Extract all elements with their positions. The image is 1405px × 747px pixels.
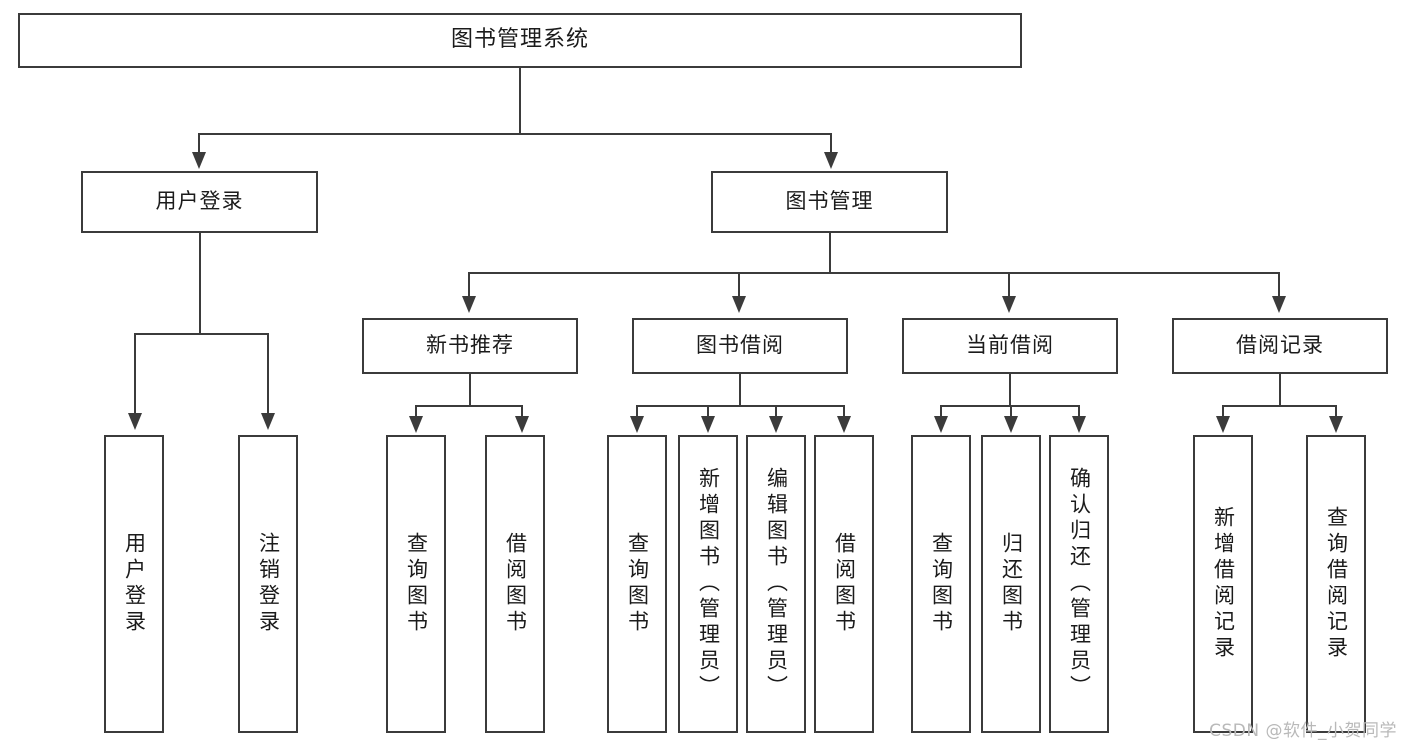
leaf-label: 新增图书（管理员） [696, 467, 721, 701]
arrow-to-leaf-borrow-add [701, 416, 715, 433]
leaf-current-confirm-return[interactable]: 确认归还（管理员） [1049, 435, 1109, 733]
leaf-borrow-add-book[interactable]: 新增图书（管理员） [678, 435, 738, 733]
edge-record-stem [1279, 374, 1281, 406]
leaf-borrow-lend-book[interactable]: 借阅图书 [814, 435, 874, 733]
edge-root-drop-left [198, 133, 200, 155]
edge-level3-drop-1 [468, 272, 470, 298]
edge-user-login-bus [134, 333, 269, 335]
edge-recommend-bus [415, 405, 523, 407]
edge-record-bus [1222, 405, 1337, 407]
edge-borrow-drop-1 [636, 405, 638, 417]
arrow-to-current-borrow [1002, 296, 1016, 313]
edge-user-login-drop-2 [267, 333, 269, 415]
node-root-system[interactable]: 图书管理系统 [18, 13, 1022, 68]
edge-current-drop-2 [1010, 405, 1012, 417]
node-new-book-recommend[interactable]: 新书推荐 [362, 318, 578, 374]
leaf-label: 编辑图书（管理员） [764, 467, 789, 701]
edge-level3-bus [468, 272, 1280, 274]
edge-record-drop-2 [1335, 405, 1337, 417]
leaf-borrow-query-book[interactable]: 查询图书 [607, 435, 667, 733]
edge-current-stem [1009, 374, 1011, 406]
leaf-record-add[interactable]: 新增借阅记录 [1193, 435, 1253, 733]
arrow-to-leaf-recommend-query [409, 416, 423, 433]
leaf-label: 归还图书 [999, 532, 1024, 636]
leaf-label: 用户登录 [122, 532, 147, 636]
arrow-to-leaf-current-confirm [1072, 416, 1086, 433]
leaf-recommend-borrow-book[interactable]: 借阅图书 [485, 435, 545, 733]
arrow-to-leaf-borrow-edit [769, 416, 783, 433]
leaf-label: 查询图书 [404, 532, 429, 636]
edge-root-drop-right [830, 133, 832, 155]
arrow-to-leaf-user-login [128, 413, 142, 430]
edge-level3-drop-3 [1008, 272, 1010, 298]
leaf-label: 新增借阅记录 [1211, 506, 1236, 662]
edge-recommend-stem [469, 374, 471, 406]
edge-current-drop-3 [1078, 405, 1080, 417]
arrow-to-leaf-recommend-borrow [515, 416, 529, 433]
edge-root-stem [519, 68, 521, 134]
node-book-borrow[interactable]: 图书借阅 [632, 318, 848, 374]
edge-user-login-drop-1 [134, 333, 136, 415]
edge-level3-drop-2 [738, 272, 740, 298]
edge-borrow-drop-2 [707, 405, 709, 417]
arrow-to-book-manage [824, 152, 838, 169]
edge-root-bus [198, 133, 832, 135]
edge-current-drop-1 [940, 405, 942, 417]
edge-recommend-drop-2 [521, 405, 523, 417]
arrow-to-book-borrow [732, 296, 746, 313]
leaf-current-query-book[interactable]: 查询图书 [911, 435, 971, 733]
edge-user-login-stem [199, 233, 201, 334]
edge-level3-drop-4 [1278, 272, 1280, 298]
edge-record-drop-1 [1222, 405, 1224, 417]
arrow-to-leaf-logout [261, 413, 275, 430]
arrow-to-leaf-current-return [1004, 416, 1018, 433]
leaf-current-return-book[interactable]: 归还图书 [981, 435, 1041, 733]
edge-recommend-drop-1 [415, 405, 417, 417]
arrow-to-leaf-borrow-lend [837, 416, 851, 433]
edge-borrow-drop-4 [843, 405, 845, 417]
arrow-to-borrow-record [1272, 296, 1286, 313]
leaf-label: 查询借阅记录 [1324, 506, 1349, 662]
leaf-label: 确认归还（管理员） [1067, 467, 1092, 701]
leaf-label: 借阅图书 [503, 532, 528, 636]
edge-borrow-stem [739, 374, 741, 406]
node-book-manage[interactable]: 图书管理 [711, 171, 948, 233]
leaf-label: 借阅图书 [832, 532, 857, 636]
edge-book-manage-stem [829, 233, 831, 273]
node-user-login[interactable]: 用户登录 [81, 171, 318, 233]
arrow-to-new-book-recommend [462, 296, 476, 313]
leaf-logout[interactable]: 注销登录 [238, 435, 298, 733]
arrow-to-leaf-record-add [1216, 416, 1230, 433]
leaf-label: 查询图书 [929, 532, 954, 636]
leaf-label: 查询图书 [625, 532, 650, 636]
node-current-borrow[interactable]: 当前借阅 [902, 318, 1118, 374]
leaf-user-login[interactable]: 用户登录 [104, 435, 164, 733]
leaf-label: 注销登录 [256, 532, 281, 636]
arrow-to-leaf-current-query [934, 416, 948, 433]
arrow-to-leaf-record-query [1329, 416, 1343, 433]
leaf-recommend-query-book[interactable]: 查询图书 [386, 435, 446, 733]
edge-borrow-bus [636, 405, 845, 407]
node-borrow-record[interactable]: 借阅记录 [1172, 318, 1388, 374]
leaf-record-query[interactable]: 查询借阅记录 [1306, 435, 1366, 733]
edge-borrow-drop-3 [775, 405, 777, 417]
arrow-to-user-login [192, 152, 206, 169]
arrow-to-leaf-borrow-query [630, 416, 644, 433]
leaf-borrow-edit-book[interactable]: 编辑图书（管理员） [746, 435, 806, 733]
